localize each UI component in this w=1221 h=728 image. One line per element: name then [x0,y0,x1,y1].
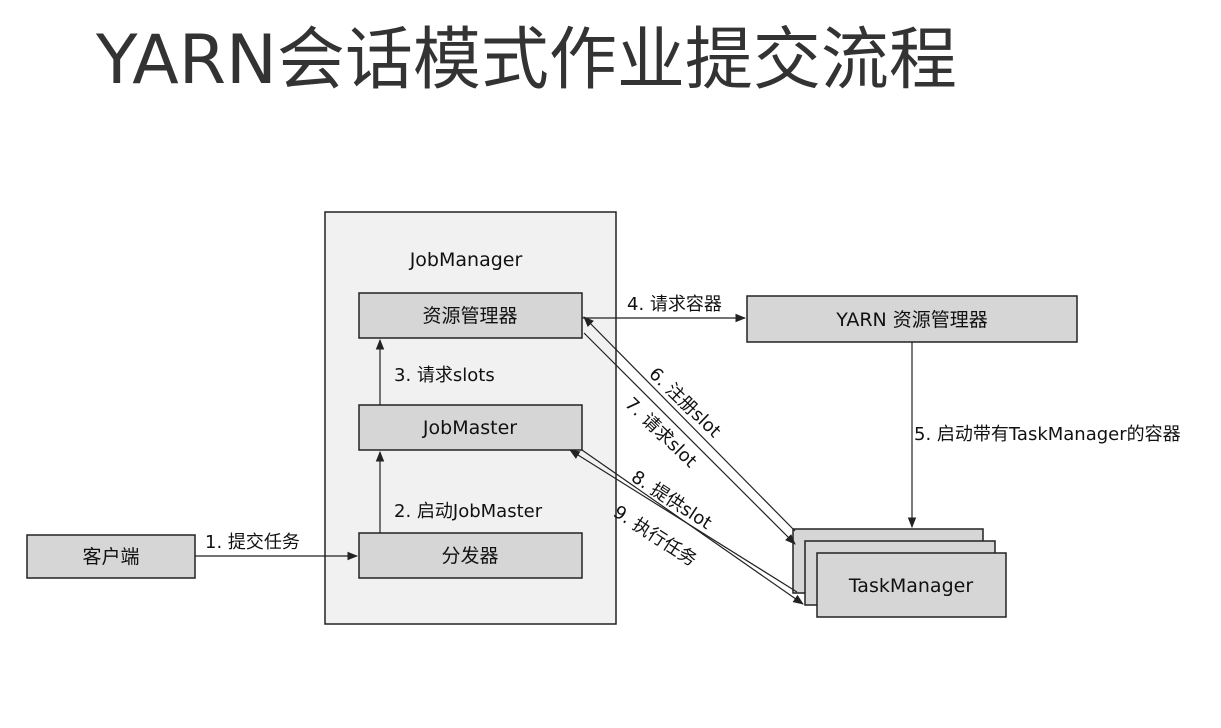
page-title: YARN会话模式作业提交流程 [96,21,957,100]
edge-request-slots-label: 3. 请求slots [394,365,495,386]
taskmanager-label: TaskManager [848,575,973,597]
jobmaster-label: JobMaster [422,417,517,439]
resource-manager-label: 资源管理器 [422,305,517,327]
edge-execute-task [581,449,804,605]
jobmanager-label: JobManager [409,249,523,271]
resource-manager-box [358,292,583,339]
edge-start-jobmaster-label: 2. 启动JobMaster [394,501,543,522]
client-box [26,534,196,579]
edge-request-container-label: 4. 请求容器 [627,294,722,315]
dispatcher-label: 分发器 [441,545,498,567]
client-label: 客户端 [82,546,139,568]
edge-register-slot [583,316,796,532]
taskmanager-box [816,552,1007,618]
yarn-resource-manager-label: YARN 资源管理器 [835,309,988,331]
edge-request-slot [583,332,796,545]
edge-start-container-label: 5. 启动带有TaskManager的容器 [914,424,1181,445]
jobmaster-box [358,404,583,451]
edge-submit-job-label: 1. 提交任务 [205,532,300,553]
dispatcher-box [358,532,583,579]
